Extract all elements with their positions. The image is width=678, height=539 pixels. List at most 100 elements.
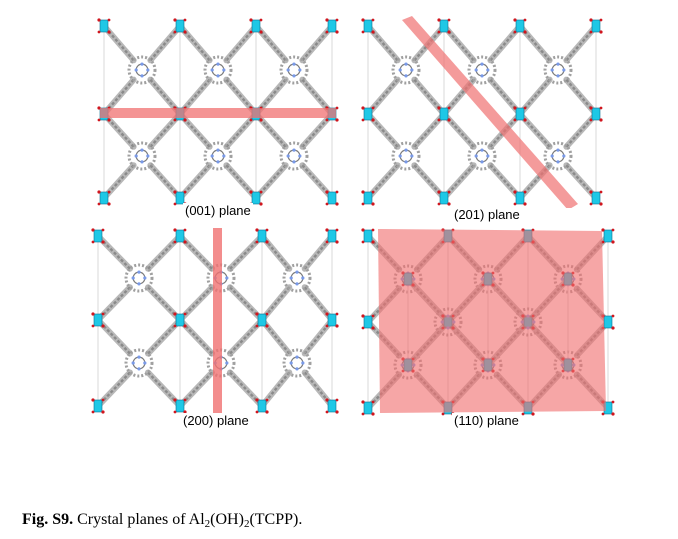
oxygen-atom [173, 312, 177, 316]
nitrogen-atom [398, 154, 402, 158]
oxygen-atom [437, 18, 441, 22]
al-node [515, 19, 525, 33]
oxygen-atom [335, 118, 339, 122]
nitrogen-atom [216, 148, 220, 152]
nitrogen-atom [556, 74, 560, 78]
porphyrin-ring [543, 141, 573, 171]
nitrogen-atom [404, 62, 408, 66]
nitrogen-atom [295, 367, 299, 371]
oxygen-atom [371, 240, 375, 244]
nitrogen-atom [398, 68, 402, 72]
al-node [515, 107, 525, 121]
oxygen-atom [335, 228, 339, 232]
oxygen-atom [589, 202, 593, 206]
oxygen-atom [523, 202, 527, 206]
oxygen-atom [361, 400, 365, 404]
porphyrin-ring [467, 141, 497, 171]
oxygen-atom [107, 30, 111, 34]
crystal-plane-band [100, 108, 336, 118]
oxygen-atom [599, 118, 603, 122]
caption-text-mid: (OH) [210, 511, 244, 528]
porphyrin-ring [127, 141, 157, 171]
nitrogen-atom [289, 276, 293, 280]
oxygen-atom [513, 106, 517, 110]
oxygen-atom [335, 240, 339, 244]
nitrogen-atom [137, 270, 141, 274]
oxygen-atom [521, 412, 525, 416]
oxygen-atom [601, 240, 605, 244]
oxygen-atom [97, 18, 101, 22]
panel-201-plane [356, 16, 606, 208]
oxygen-atom [107, 18, 111, 22]
oxygen-atom [611, 326, 615, 330]
nitrogen-atom [410, 154, 414, 158]
oxygen-atom [361, 326, 365, 330]
nitrogen-atom [298, 68, 302, 72]
al-node [327, 399, 337, 413]
oxygen-atom [97, 202, 101, 206]
oxygen-atom [325, 202, 329, 206]
oxygen-atom [361, 190, 365, 194]
linker-ring-chain [229, 235, 263, 270]
nitrogen-atom [295, 270, 299, 274]
oxygen-atom [361, 106, 365, 110]
oxygen-atom [589, 30, 593, 34]
linker-ring-chain [229, 371, 263, 407]
oxygen-atom [173, 324, 177, 328]
nitrogen-atom [225, 276, 229, 280]
label-110-plane: (110) plane [452, 413, 521, 428]
nitrogen-atom [222, 154, 226, 158]
porphyrin-core [290, 356, 304, 370]
oxygen-atom [265, 324, 269, 328]
oxygen-atom [325, 410, 329, 414]
al-node [93, 313, 103, 327]
porphyrin-core [287, 149, 301, 163]
porphyrin-ring [124, 348, 154, 378]
al-node [251, 19, 261, 33]
linker-ring-chain [179, 286, 213, 321]
al-node [257, 399, 267, 413]
oxygen-atom [183, 30, 187, 34]
oxygen-atom [255, 312, 259, 316]
oxygen-atom [437, 30, 441, 34]
oxygen-atom [249, 18, 253, 22]
nitrogen-atom [474, 154, 478, 158]
oxygen-atom [611, 240, 615, 244]
nitrogen-atom [131, 361, 135, 365]
oxygen-atom [173, 118, 177, 122]
nitrogen-atom [550, 68, 554, 72]
label-200-plane: (200) plane [181, 413, 251, 428]
oxygen-atom [371, 412, 375, 416]
al-node [439, 19, 449, 33]
nitrogen-atom [210, 154, 214, 158]
framework-structure-200 [91, 228, 339, 414]
al-node [175, 19, 185, 33]
nitrogen-atom [216, 74, 220, 78]
oxygen-atom [513, 18, 517, 22]
nitrogen-atom [474, 68, 478, 72]
porphyrin-core [475, 149, 489, 163]
nitrogen-atom [286, 68, 290, 72]
oxygen-atom [259, 30, 263, 34]
linker-ring-chain [147, 371, 181, 407]
oxygen-atom [599, 106, 603, 110]
nitrogen-atom [140, 148, 144, 152]
oxygen-atom [437, 118, 441, 122]
oxygen-atom [589, 18, 593, 22]
oxygen-atom [325, 398, 329, 402]
oxygen-atom [335, 106, 339, 110]
oxygen-atom [371, 314, 375, 318]
caption-text-suffix: (TCPP). [249, 511, 303, 528]
oxygen-atom [91, 398, 95, 402]
oxygen-atom [371, 190, 375, 194]
oxygen-atom [335, 18, 339, 22]
al-node [363, 191, 373, 205]
al-node [175, 191, 185, 205]
oxygen-atom [513, 118, 517, 122]
al-node [603, 229, 613, 243]
porphyrin-core [399, 149, 413, 163]
porphyrin-core [132, 271, 146, 285]
nitrogen-atom [292, 62, 296, 66]
porphyrin-ring [467, 55, 497, 85]
oxygen-atom [255, 324, 259, 328]
